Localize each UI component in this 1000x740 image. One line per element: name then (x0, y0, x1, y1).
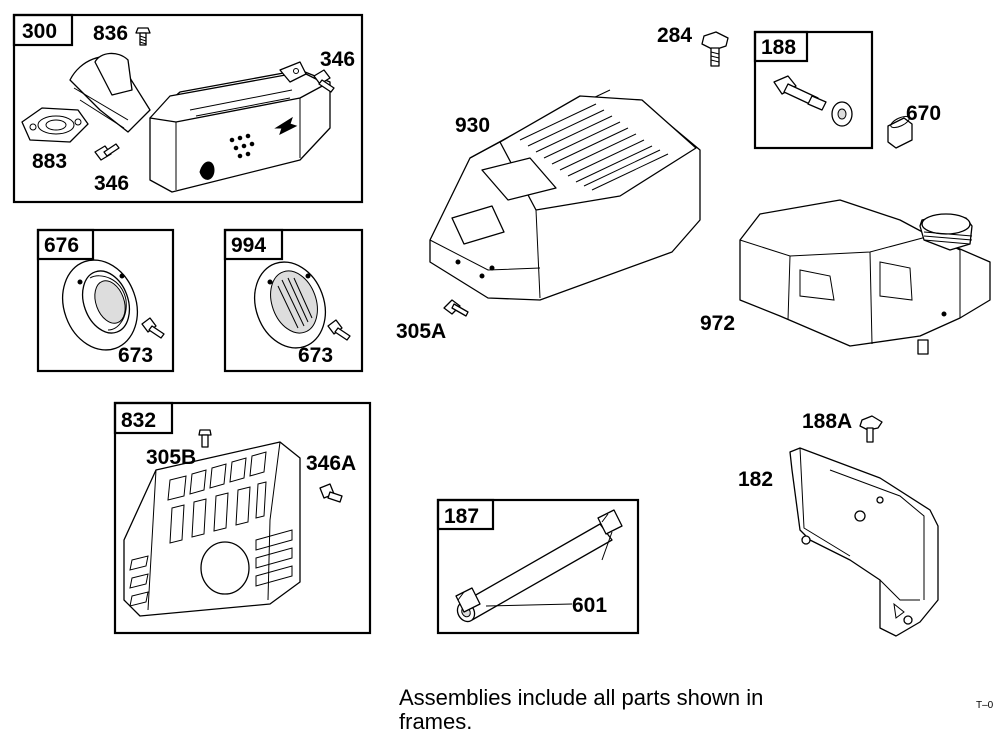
screw-305A-icon (443, 299, 469, 317)
frame-label-300: 300 (22, 20, 57, 43)
deflector-676 (62, 259, 138, 351)
frame-label-188: 188 (761, 36, 796, 59)
muffler-assembly (21, 52, 331, 193)
blower-housing-930 (429, 89, 701, 301)
screw-673-b-icon (327, 319, 351, 341)
bracket-182 (789, 447, 939, 637)
screw-346-bottom-icon (94, 143, 120, 161)
frame-832: 832 (113, 401, 372, 635)
frame-label-676: 676 (44, 234, 79, 257)
label-836: 836 (93, 22, 128, 45)
screw-305B-icon (198, 429, 212, 448)
label-346-bottom: 346 (94, 172, 129, 195)
frame-994: 994 (223, 228, 364, 373)
screw-346A-icon (319, 483, 343, 503)
screw-673-a-icon (141, 317, 165, 339)
label-182: 182 (738, 468, 773, 491)
frame-187: 187 (436, 498, 640, 635)
label-670: 670 (906, 102, 941, 125)
label-883: 883 (32, 150, 67, 173)
deflector-994 (254, 261, 326, 349)
footnote: Assemblies include all parts shown in fr… (399, 685, 764, 734)
drawing-code: T–0 (976, 700, 994, 711)
label-346-top: 346 (320, 48, 355, 71)
frame-188: 188 (753, 30, 874, 150)
frame-300: 300 (12, 13, 364, 204)
frame-label-994: 994 (231, 234, 266, 257)
label-305B: 305B (146, 446, 196, 469)
fuel-tank-972 (739, 199, 991, 355)
screw-346-top-icon (313, 69, 335, 93)
muffler-guard-832 (123, 441, 301, 617)
label-188A: 188A (802, 410, 852, 433)
label-305A: 305A (396, 320, 446, 343)
fuel-hose-187 (455, 509, 623, 623)
label-972: 972 (700, 312, 735, 335)
label-673-a: 673 (118, 344, 153, 367)
label-346A: 346A (306, 452, 356, 475)
spacer-670-icon (887, 115, 913, 149)
label-673-b: 673 (298, 344, 333, 367)
screw-188A-icon (859, 415, 883, 443)
screw-836-icon (135, 27, 151, 46)
frame-label-187: 187 (444, 505, 479, 528)
frame-label-832: 832 (121, 409, 156, 432)
label-930: 930 (455, 114, 490, 137)
screw-284-icon (701, 31, 729, 67)
label-601: 601 (572, 594, 607, 617)
bolt-188 (773, 75, 853, 127)
label-284: 284 (657, 24, 692, 47)
frame-676: 676 (36, 228, 175, 373)
